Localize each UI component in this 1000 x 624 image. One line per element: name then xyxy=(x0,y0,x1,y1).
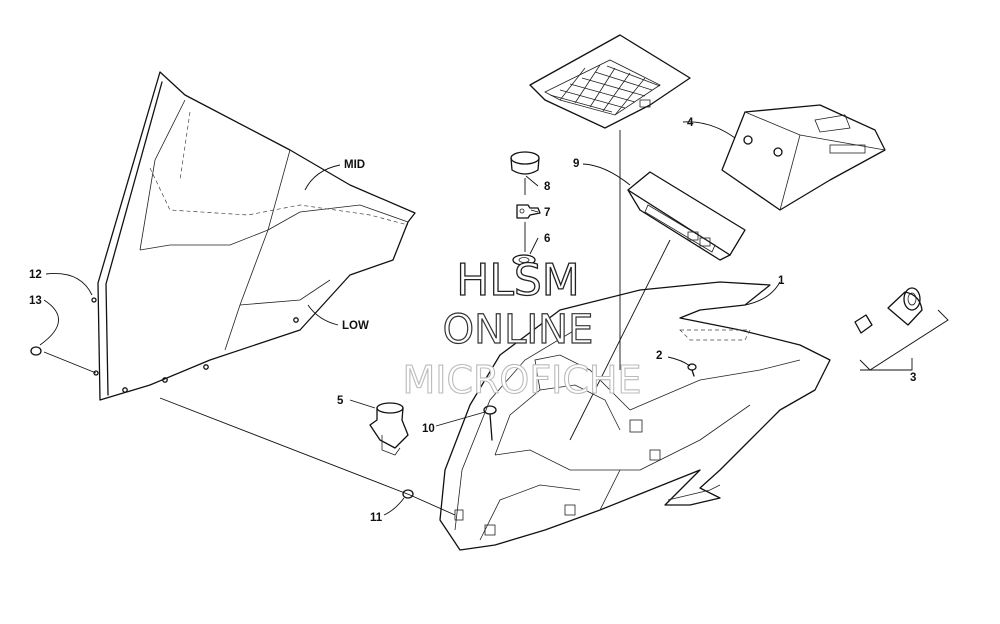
callout-6: 6 xyxy=(544,233,550,245)
hood xyxy=(439,281,831,551)
label-low: LOW xyxy=(342,320,369,332)
screw-2 xyxy=(687,363,697,377)
power-outlet xyxy=(854,287,923,334)
callout-5: 5 xyxy=(337,395,344,407)
storage-net xyxy=(529,34,691,129)
callout-7: 7 xyxy=(544,207,550,219)
ignition-nut xyxy=(512,254,536,266)
watermark-microfiche: MICROFICHE xyxy=(402,358,641,402)
label-mid: MID xyxy=(344,159,365,171)
callout-3: 3 xyxy=(910,372,916,384)
callout-11: 11 xyxy=(370,512,383,524)
watermark-hlsm: HLSM xyxy=(456,255,580,306)
screw-10 xyxy=(483,405,497,441)
watermark-online: ONLINE xyxy=(443,307,594,353)
windshield xyxy=(91,71,416,401)
storage-box xyxy=(721,104,886,211)
nut-13 xyxy=(30,346,42,356)
callout-13: 13 xyxy=(29,295,42,307)
callout-9: 9 xyxy=(573,158,579,170)
callout-1: 1 xyxy=(778,275,785,287)
callout-2: 2 xyxy=(656,350,662,362)
switch xyxy=(369,402,409,456)
grommet-11 xyxy=(402,489,414,499)
callout-12: 12 xyxy=(29,269,42,281)
electronic-module xyxy=(627,171,746,261)
callout-4: 4 xyxy=(687,117,694,129)
ignition-key xyxy=(516,204,541,219)
key-cap xyxy=(510,151,540,175)
callout-8: 8 xyxy=(544,181,551,193)
callout-10: 10 xyxy=(422,423,435,435)
